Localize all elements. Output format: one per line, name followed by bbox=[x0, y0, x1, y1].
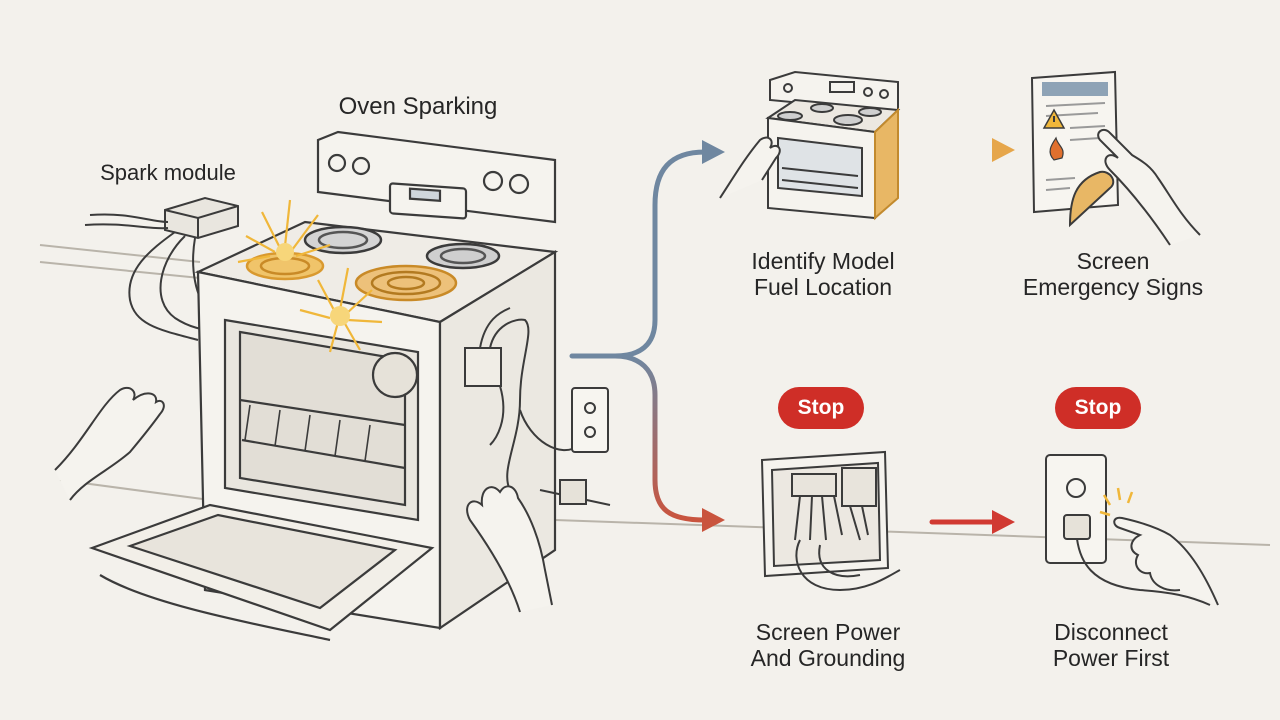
flow-arrow-head-top bbox=[702, 140, 725, 164]
outlet-icon bbox=[571, 387, 609, 453]
oven-small-icon bbox=[719, 70, 901, 221]
hand-icon bbox=[54, 386, 553, 613]
arrow-red-head bbox=[992, 510, 1015, 534]
step-disconnect-line2: Power First bbox=[1052, 645, 1170, 671]
junction-box-icon bbox=[760, 450, 901, 592]
step-identify-line2: Fuel Location bbox=[753, 274, 893, 300]
title: Oven Sparking bbox=[338, 93, 498, 120]
step-power-label: Screen Power And Grounding bbox=[718, 619, 938, 671]
step-emergency-label: Screen Emergency Signs bbox=[1003, 248, 1223, 300]
hand-icon bbox=[1068, 129, 1201, 246]
step-emergency-line2: Emergency Signs bbox=[1022, 274, 1204, 300]
fire-icon bbox=[1049, 136, 1064, 161]
step-power-line2: And Grounding bbox=[750, 645, 906, 671]
step-identify-label: Identify Model Fuel Location bbox=[713, 248, 933, 300]
outlet-icon bbox=[1045, 454, 1107, 564]
step-disconnect-line1: Disconnect bbox=[1054, 619, 1168, 645]
spark-module-label: Spark module bbox=[100, 160, 236, 185]
arrow-orange-head bbox=[992, 138, 1015, 162]
spark-icon bbox=[237, 199, 383, 353]
hand-icon bbox=[1113, 516, 1219, 606]
spark-icon bbox=[1099, 487, 1134, 517]
step-identify-line1: Identify Model bbox=[751, 248, 895, 274]
warning-icon bbox=[1042, 108, 1066, 129]
stop-badge-power: Stop bbox=[778, 387, 864, 429]
flow-arrow-branch-lower bbox=[612, 353, 708, 523]
stop-badge-disconnect: Stop bbox=[1055, 387, 1141, 429]
plug-icon bbox=[1063, 514, 1211, 606]
step-power-line1: Screen Power bbox=[755, 619, 901, 645]
step-disconnect-label: Disconnect Power First bbox=[1001, 619, 1221, 671]
side-wiring bbox=[464, 307, 611, 506]
step-emergency-line1: Screen bbox=[1076, 248, 1150, 274]
flow-arrow-branch bbox=[569, 149, 708, 359]
flow-arrow-head-bottom bbox=[702, 508, 725, 532]
burners bbox=[245, 225, 501, 302]
